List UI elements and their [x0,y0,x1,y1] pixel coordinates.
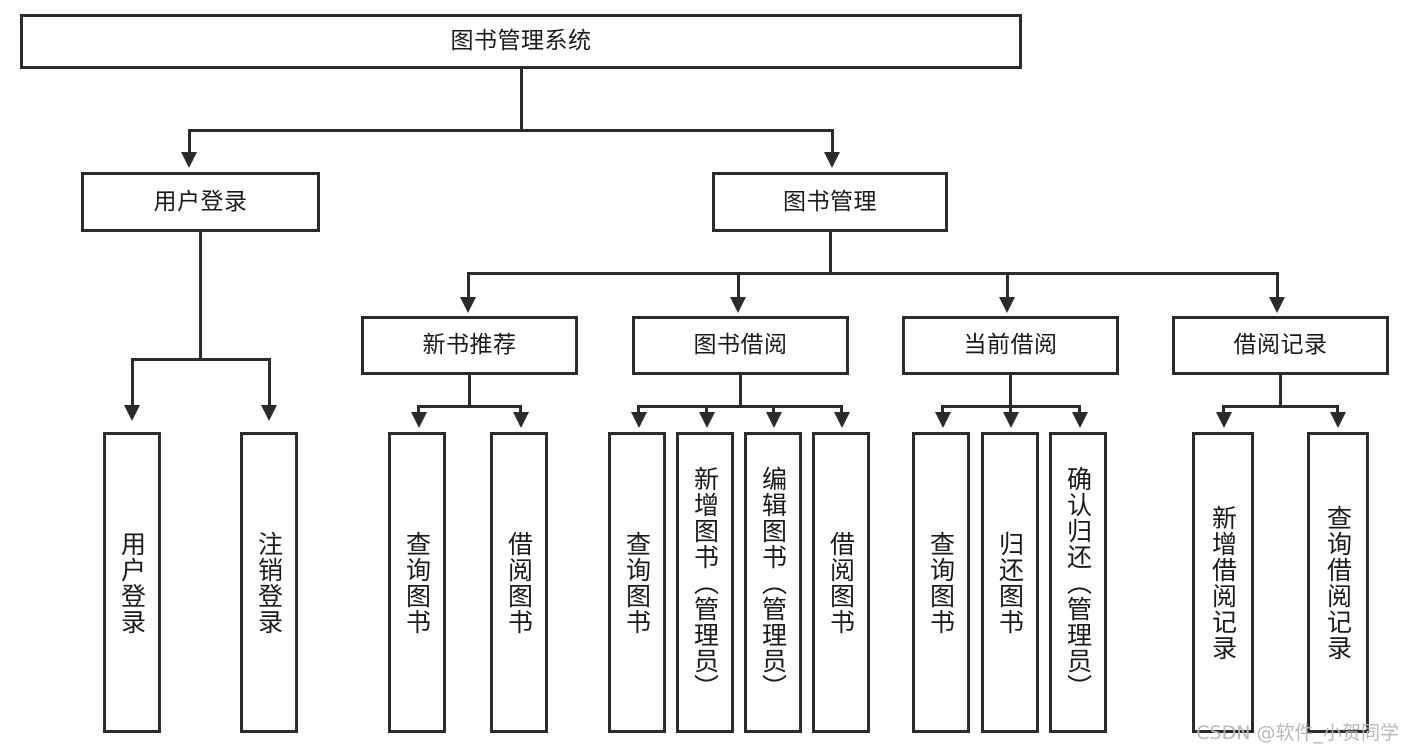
connector-book-mgmt-stem [829,232,832,274]
leaf-borrow-add-book[interactable]: 新增图书（管理员） [676,432,734,733]
connector-book-borrow-stem [739,375,742,407]
leaf-record-query[interactable]: 查询借阅记录 [1307,432,1369,733]
node-label: 用户登录 [153,188,248,215]
connector-root-to-book-mgmt [831,129,834,155]
leaf-borrow-edit-book[interactable]: 编辑图书（管理员） [744,432,802,733]
leaf-current-confirm-return[interactable]: 确认归还（管理员） [1049,432,1107,733]
node-label: 注销登录 [254,530,284,635]
arrow-to-leaf-logout [261,405,277,421]
node-user-login[interactable]: 用户登录 [81,172,320,232]
node-label: 查询图书 [402,530,432,635]
connector-to-book-borrow [737,272,740,300]
arrow-to-leaf-edit-book [766,412,782,428]
arrow-to-current-borrow [999,297,1015,313]
node-label: 图书借阅 [693,332,788,359]
node-label: 用户登录 [117,530,147,635]
connector-user-login-stem [199,232,202,360]
connector-book-borrow-bus [637,405,843,408]
connector-new-book-l2 [519,405,522,415]
arrow-to-book-mgmt [824,152,840,168]
connector-book-borrow-l4 [840,405,843,415]
node-label: 图书管理 [783,188,877,215]
arrow-to-new-book [460,297,476,313]
leaf-user-login[interactable]: 用户登录 [103,432,161,733]
leaf-logout[interactable]: 注销登录 [240,432,298,733]
arrow-to-leaf-query-record [1330,412,1346,428]
connector-current-borrow-l1 [941,405,944,415]
node-label: 图书管理系统 [450,28,592,55]
node-borrow-records[interactable]: 借阅记录 [1172,316,1389,375]
arrow-to-leaf-add-book [699,412,715,428]
connector-root-stem [520,69,523,131]
leaf-borrow-borrow-book[interactable]: 借阅图书 [812,432,870,733]
node-label: 归还图书 [995,530,1025,635]
arrow-to-borrow-records [1269,297,1285,313]
csdn-watermark: CSDN @软件_小贺同学 [1196,722,1399,744]
connector-borrow-records-l2 [1336,405,1339,415]
node-label: 查询图书 [622,530,652,635]
connector-user-login-left [131,358,134,408]
node-label: 查询图书 [926,530,956,635]
connector-to-current-borrow [1006,272,1009,300]
arrow-to-leaf-query-book-2 [631,412,647,428]
arrow-to-book-borrow [730,297,746,313]
node-label: 新书推荐 [422,332,517,359]
connector-new-book-bus [417,405,522,408]
node-label: 当前借阅 [963,332,1058,359]
arrow-to-leaf-borrow-book-2 [834,412,850,428]
leaf-current-query-book[interactable]: 查询图书 [912,432,970,733]
leaf-borrow-query-book[interactable]: 查询图书 [608,432,666,733]
connector-user-login-right [268,358,271,408]
arrow-to-leaf-borrow-book-1 [513,412,529,428]
leaf-new-book-query[interactable]: 查询图书 [388,432,446,733]
connector-to-borrow-records [1276,272,1279,300]
node-book-borrow[interactable]: 图书借阅 [632,316,849,375]
node-label: 新增图书（管理员） [690,465,720,700]
leaf-new-book-borrow[interactable]: 借阅图书 [490,432,548,733]
arrow-to-user-login [181,152,197,168]
node-label: 新增借阅记录 [1208,504,1238,661]
connector-current-borrow-stem [1009,375,1012,407]
arrow-to-leaf-query-book-3 [935,412,951,428]
node-label: 编辑图书（管理员） [758,465,788,700]
connector-to-new-book [467,272,470,300]
connector-new-book-stem [468,375,471,407]
node-new-book-recommend[interactable]: 新书推荐 [361,316,578,375]
connector-new-book-l1 [417,405,420,415]
connector-book-borrow-l1 [637,405,640,415]
connector-borrow-records-stem [1279,375,1282,407]
connector-book-borrow-l2 [705,405,708,415]
connector-user-login-bus [131,358,271,361]
connector-borrow-records-bus [1222,405,1339,408]
connector-current-borrow-l2 [1009,405,1012,415]
node-book-management[interactable]: 图书管理 [712,172,948,232]
node-current-borrow[interactable]: 当前借阅 [902,316,1119,375]
arrow-to-leaf-return-book [1003,412,1019,428]
node-label: 确认归还（管理员） [1063,465,1093,700]
node-label: 借阅图书 [826,530,856,635]
arrow-to-leaf-add-record [1216,412,1232,428]
connector-root-to-user-login [188,129,191,155]
leaf-current-return-book[interactable]: 归还图书 [981,432,1039,733]
connector-borrow-records-l1 [1222,405,1225,415]
connector-book-borrow-l3 [772,405,775,415]
node-label: 借阅图书 [504,530,534,635]
arrow-to-leaf-user-login [124,405,140,421]
connector-root-bus [188,129,834,132]
connector-current-borrow-l3 [1078,405,1081,415]
node-root-system[interactable]: 图书管理系统 [20,14,1022,69]
arrow-to-leaf-confirm-return [1072,412,1088,428]
arrow-to-leaf-query-book-1 [411,412,427,428]
connector-book-mgmt-bus [467,272,1279,275]
node-label: 借阅记录 [1233,332,1328,359]
leaf-record-add[interactable]: 新增借阅记录 [1192,432,1254,733]
node-label: 查询借阅记录 [1323,504,1353,661]
